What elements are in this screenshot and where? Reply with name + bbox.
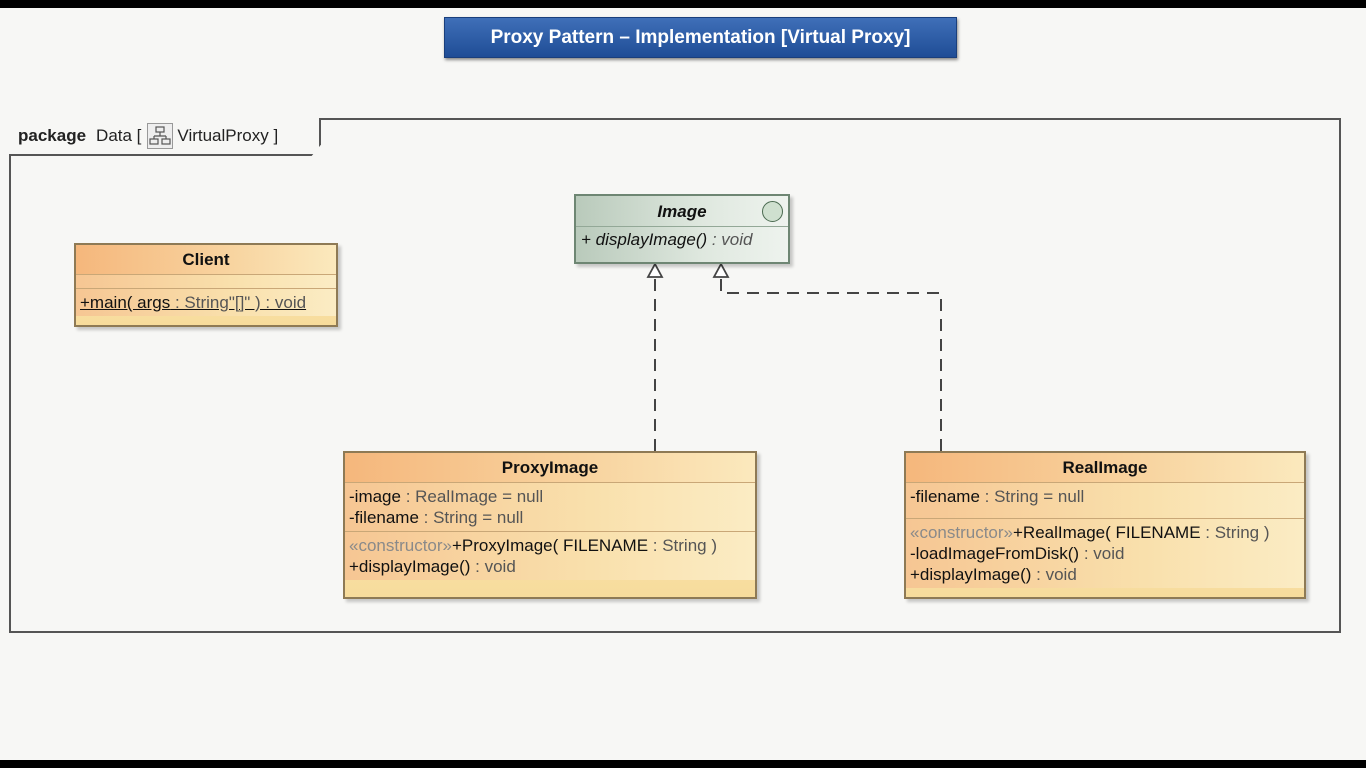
stereotype: «constructor» [910, 523, 1013, 542]
op-name: +RealImage( FILENAME [1013, 523, 1201, 542]
operation-row: «constructor»+ProxyImage( FILENAME : Str… [349, 535, 751, 556]
op-name: +displayImage() [349, 557, 471, 576]
attr-name: -image [349, 487, 401, 506]
class-proxyimage[interactable]: ProxyImage -image : RealImage = null -fi… [343, 451, 757, 599]
attr-type: : RealImage = null [400, 487, 544, 506]
class-diagram-icon [147, 123, 174, 149]
class-client[interactable]: Client +main( args : String"[]" ) : void [74, 243, 338, 327]
class-name: RealImage [906, 453, 1304, 483]
operation-row: -loadImageFromDisk() : void [910, 543, 1300, 564]
package-frame [9, 118, 1341, 633]
op-type: : String ) [1200, 523, 1270, 542]
class-realimage[interactable]: RealImage -filename : String = null «con… [904, 451, 1306, 599]
interface-operation: + displayImage() : void [576, 227, 788, 253]
attr-type: : String = null [979, 487, 1085, 506]
attribute-row: -filename : String = null [910, 486, 1300, 507]
stereotype: «constructor» [349, 536, 452, 555]
interface-circle-icon [762, 201, 783, 222]
attr-type: : String = null [418, 508, 524, 527]
operations-compartment: «constructor»+RealImage( FILENAME : Stri… [906, 519, 1304, 588]
operation-row: +displayImage() : void [910, 564, 1300, 585]
op-name: +displayImage() [910, 565, 1032, 584]
op-name: +ProxyImage( FILENAME [452, 536, 649, 555]
class-name: Client [76, 245, 336, 275]
package-keyword: package [18, 126, 87, 145]
package-name: Data [ [96, 126, 142, 145]
attributes-compartment: -image : RealImage = null -filename : St… [345, 483, 755, 532]
attributes-compartment: -filename : String = null [906, 483, 1304, 519]
attr-name: -filename [349, 508, 419, 527]
class-name: ProxyImage [345, 453, 755, 483]
op-type: : void [1031, 565, 1077, 584]
package-diagram-name: VirtualProxy ] [177, 126, 279, 145]
operations-compartment: «constructor»+ProxyImage( FILENAME : Str… [345, 532, 755, 580]
proxy-realization-arrow [646, 262, 664, 278]
operation-row: +main( args : String"[]" ) : void [80, 292, 332, 313]
real-realization-arrow [712, 262, 730, 278]
diagram-canvas: Proxy Pattern – Implementation [Virtual … [0, 8, 1366, 760]
op-name: +main( args [80, 293, 171, 312]
package-label: package Data [ VirtualProxy ] [9, 118, 278, 154]
interface-image[interactable]: Image + displayImage() : void [574, 194, 790, 264]
realization-lines [646, 262, 942, 451]
attribute-row: -filename : String = null [349, 507, 751, 528]
title-banner: Proxy Pattern – Implementation [Virtual … [444, 17, 957, 58]
operation-row: «constructor»+RealImage( FILENAME : Stri… [910, 522, 1300, 543]
op-type: : String"[]" ) : void [170, 293, 307, 312]
op-name: -loadImageFromDisk() [910, 544, 1080, 563]
op-type: : void [707, 230, 753, 249]
op-type: : void [470, 557, 516, 576]
op-type: : void [1079, 544, 1125, 563]
op-name: + displayImage() [581, 230, 708, 249]
operations-compartment: +main( args : String"[]" ) : void [76, 289, 336, 316]
operation-row: +displayImage() : void [349, 556, 751, 577]
attribute-row: -image : RealImage = null [349, 486, 751, 507]
op-type: : String ) [648, 536, 717, 555]
real-realization-line [720, 278, 942, 451]
interface-name: Image [576, 196, 788, 227]
attributes-compartment [76, 275, 336, 289]
attr-name: -filename [910, 487, 980, 506]
